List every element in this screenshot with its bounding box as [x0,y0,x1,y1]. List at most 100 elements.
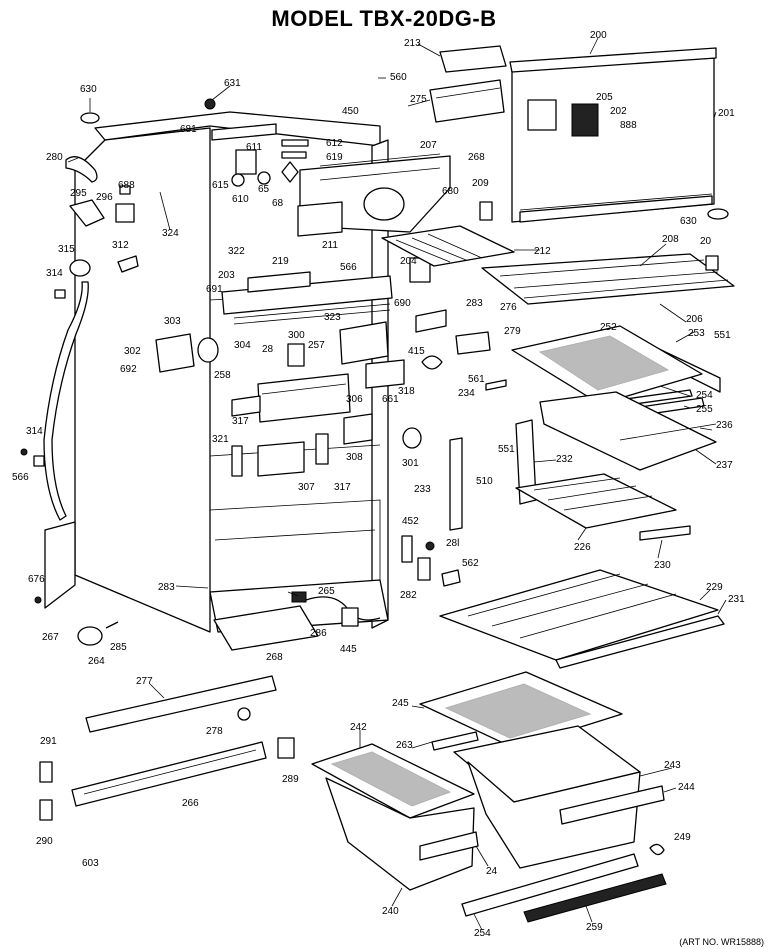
part-612 [281,139,309,147]
callout-label: 415 [408,346,425,357]
pan-268 [213,605,319,651]
callout-label: 566 [340,262,357,273]
control-302 [155,333,195,373]
callout-label: 676 [28,574,45,585]
hinge-295 [69,199,105,227]
part-315 [69,259,91,277]
shelf-212 [381,225,515,267]
callout-label: 680 [442,186,459,197]
part-312 [117,255,139,273]
callout-label: 285 [110,642,127,653]
callout-label: 661 [382,394,399,405]
part-314b [33,455,45,467]
callout-label: 232 [556,454,573,465]
knob-301 [402,427,422,449]
callout-label: 230 [654,560,671,571]
crisper-243 [467,761,641,869]
part-283 [415,309,447,333]
callout-label: 259 [586,922,603,933]
callout-label: 277 [136,676,153,687]
callout-label: 322 [228,246,245,257]
callout-label: 201 [718,108,735,119]
shelf-226 [515,473,677,529]
callout-label: 266 [182,798,199,809]
callout-label: 612 [326,138,343,149]
callout-label: 304 [234,340,251,351]
callout-label: 610 [232,194,249,205]
callout-label: 314 [26,426,43,437]
callout-label: 28l [446,538,459,549]
part-249 [649,843,665,856]
callout-label: 282 [400,590,417,601]
callout-label: 888 [620,120,637,131]
shelf-229 [439,569,719,661]
callout-label: 283 [158,582,175,593]
callout-label: 278 [206,726,223,737]
callout-label: 692 [120,364,137,375]
callout-label: 257 [308,340,325,351]
part-307 [257,441,305,477]
callout-label: 279 [504,326,521,337]
callout-label: 551 [714,330,731,341]
strip-230 [639,525,691,541]
callout-label: 65 [258,184,270,195]
callout-label: 296 [96,192,113,203]
part-321 [231,445,243,477]
callout-label: 323 [324,312,341,323]
part-415 [421,355,443,370]
callout-label: 245 [392,698,409,709]
crisper-242 [325,777,475,891]
callout-label: 268 [266,652,283,663]
freezer-door-parts [429,45,729,223]
callout-label: 267 [42,632,59,643]
callout-label: 289 [282,774,299,785]
callout-label: 206 [686,314,703,325]
handle-24 [419,831,479,861]
callout-label: 203 [218,270,235,281]
callout-label: 290 [36,836,53,847]
part-619 [281,151,307,159]
callout-label: 20 [700,236,712,247]
callout-label: 219 [272,256,289,267]
callout-label: 631 [224,78,241,89]
callout-label: 240 [382,906,399,917]
callout-label: 264 [88,656,105,667]
callout-label: 234 [458,388,475,399]
callout-label: 312 [112,240,129,251]
callout-label: 615 [212,180,229,191]
strip-233 [449,437,463,531]
cover-252 [511,325,703,405]
part-688 [119,185,131,195]
knob-304 [197,337,219,363]
callout-label: 611 [246,142,262,153]
callout-label: 510 [476,476,493,487]
callout-label: 200 [590,30,607,41]
clip-20 [705,255,719,271]
callout-label: 445 [340,644,357,655]
callout-label: 318 [398,386,415,397]
callout-label: 324 [162,228,179,239]
panel-205 [527,99,557,131]
part-291 [39,761,53,783]
part-209 [479,201,493,221]
part-308 [343,413,373,445]
part-282 [417,557,431,581]
bumper-630 [80,112,100,124]
part-562 [441,569,461,587]
part-296 [115,203,135,223]
callout-label: 68 [272,198,284,209]
callout-label: 275 [410,94,427,105]
callout-label: 603 [82,858,99,869]
callout-label: 302 [124,346,141,357]
callout-label: 317 [232,416,249,427]
callout-label: 314 [46,268,63,279]
screw-314 [54,289,66,299]
callout-label: 263 [396,740,413,751]
part-219 [247,271,311,293]
callout-label: 24 [486,866,498,877]
callout-label: 308 [346,452,363,463]
door-201 [511,57,715,223]
callout-label: 630 [80,84,97,95]
gasket-200 [509,47,717,73]
